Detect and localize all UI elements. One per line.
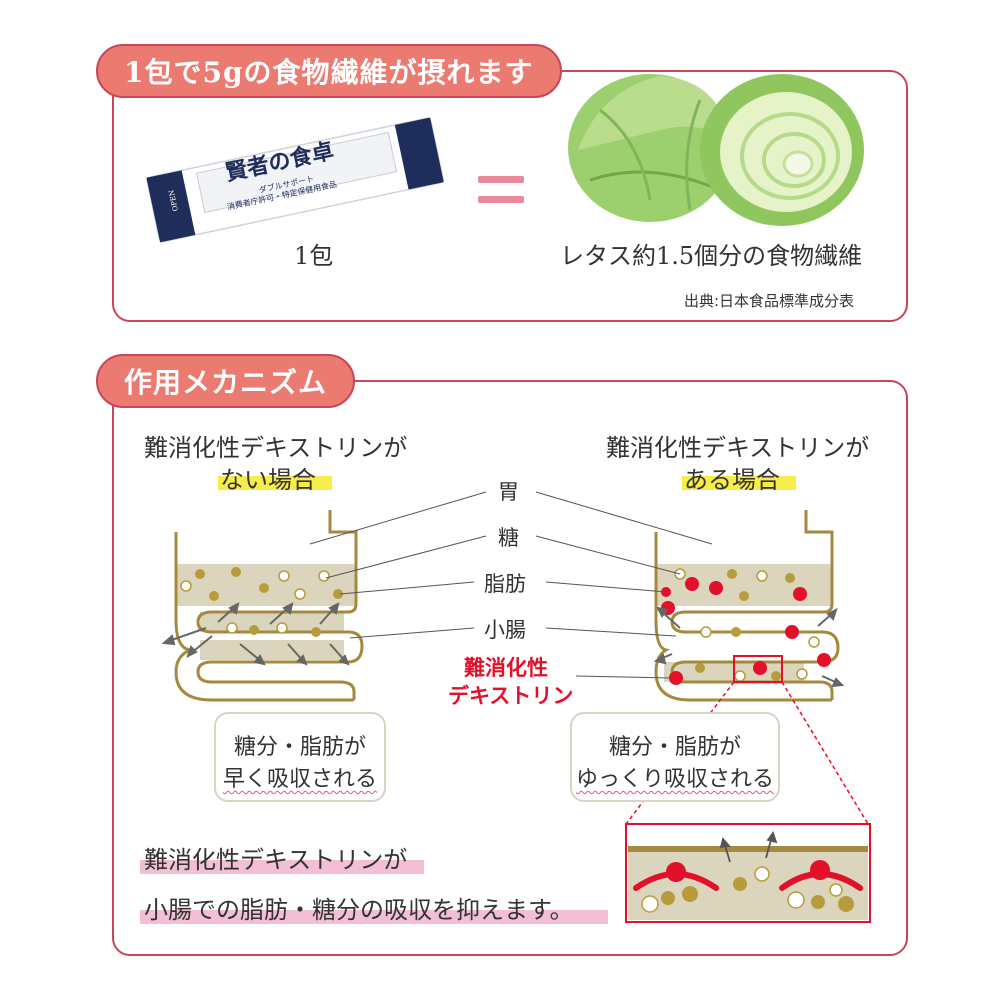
conclusion-line1: 難消化性デキストリンが: [144, 846, 408, 874]
right-result-bubble: 糖分・脂肪が ゆっくり吸収される: [570, 712, 780, 802]
right-title-highlight: [682, 476, 796, 490]
package-caption: 1包: [294, 242, 334, 270]
right-title-line2: ある場合: [684, 466, 780, 494]
left-title-line1: 難消化性デキストリンが: [144, 434, 408, 462]
label-dextrin-1: 難消化性: [464, 656, 548, 680]
label-intestine: 小腸: [484, 618, 526, 642]
equals-sign: [478, 176, 524, 183]
left-title-line2: ない場合: [220, 466, 316, 494]
conclusion-line2: 小腸での脂肪・糖分の吸収を抑えます。: [144, 896, 574, 924]
conclusion-highlight-1: [140, 860, 424, 874]
equals-sign-lower: [478, 196, 524, 203]
label-stomach: 胃: [498, 480, 519, 504]
left-title-highlight: [218, 476, 332, 490]
label-dextrin-2: デキストリン: [448, 684, 574, 708]
lettuce-caption: レタス約1.5個分の食物繊維: [560, 242, 863, 270]
right-bubble-line1: 糖分・脂肪が: [608, 735, 741, 760]
label-sugar: 糖: [498, 526, 519, 550]
fiber-tab-title: 1包で5gの食物繊維が摂れます: [96, 44, 562, 98]
right-title-line1: 難消化性デキストリンが: [606, 434, 870, 462]
label-fat: 脂肪: [484, 572, 526, 596]
source-note: 出典:日本食品標準成分表: [684, 292, 855, 310]
left-result-bubble: 糖分・脂肪が 早く吸収される: [214, 712, 386, 802]
right-bubble-line2: ゆっくり吸収される: [575, 767, 774, 792]
left-bubble-line2: 早く吸収される: [222, 767, 377, 792]
left-bubble-line1: 糖分・脂肪が: [233, 735, 366, 760]
mechanism-tab-title: 作用メカニズム: [96, 354, 356, 408]
conclusion-highlight-2: [140, 910, 608, 924]
